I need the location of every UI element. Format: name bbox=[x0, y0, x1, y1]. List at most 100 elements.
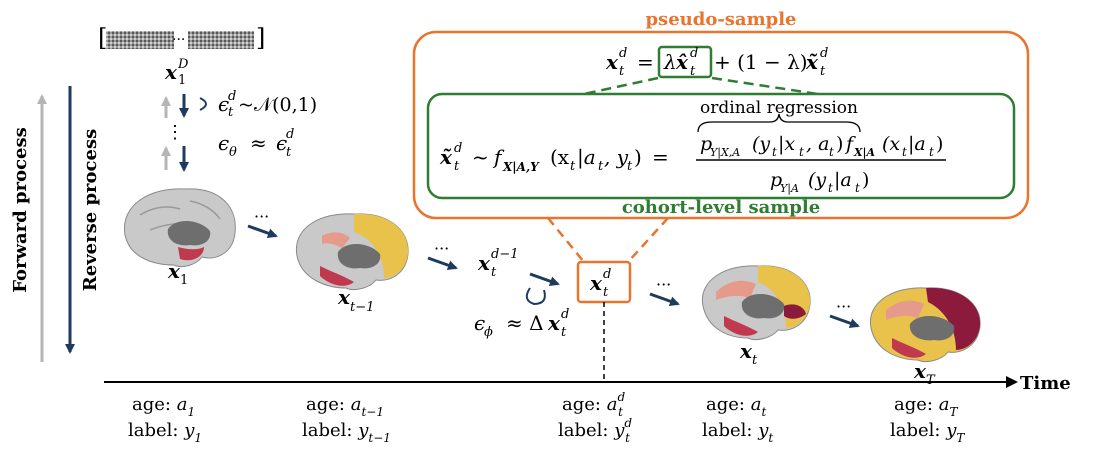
step-arrow-1: ··· bbox=[247, 207, 278, 239]
svg-text:(y: (y bbox=[752, 133, 770, 155]
x1-D-label: x D 1 bbox=[164, 57, 189, 88]
svg-text:t: t bbox=[619, 64, 625, 79]
svg-text:D: D bbox=[177, 57, 189, 72]
svg-text:X|A,Y: X|A,Y bbox=[502, 160, 540, 174]
svg-text:t: t bbox=[820, 64, 826, 79]
x-t-minus-1-label: x t−1 bbox=[337, 285, 374, 315]
lambda-hat-box bbox=[657, 45, 713, 79]
svg-text:x: x bbox=[589, 271, 603, 295]
svg-text:t: t bbox=[491, 265, 497, 280]
svg-text:t: t bbox=[454, 159, 460, 174]
forward-process-label: Forward process bbox=[10, 127, 31, 293]
svg-text:Y|X,A: Y|X,A bbox=[710, 146, 740, 160]
x-t-d-label: x d t bbox=[589, 267, 611, 300]
svg-text:x: x bbox=[913, 359, 927, 383]
noise-vector: [ ··· ] bbox=[98, 24, 265, 52]
svg-text:d: d bbox=[561, 307, 569, 322]
svg-text:···: ··· bbox=[836, 297, 851, 316]
svg-text:d: d bbox=[690, 46, 698, 61]
svg-text:T: T bbox=[926, 373, 936, 388]
step-arrow-5: ··· bbox=[829, 297, 860, 329]
svg-text:~𝒩(0,1): ~𝒩(0,1) bbox=[238, 94, 317, 116]
svg-text:t: t bbox=[752, 353, 758, 368]
svg-text:, a: , a bbox=[806, 133, 829, 155]
svg-text:|a: |a bbox=[908, 133, 926, 155]
svg-text:t: t bbox=[929, 145, 934, 159]
svg-text:, y: , y bbox=[604, 145, 629, 169]
svg-text:t: t bbox=[561, 325, 567, 340]
svg-text:≈ Δ: ≈ Δ bbox=[506, 311, 544, 335]
svg-text:t: t bbox=[627, 159, 633, 174]
svg-text:~: ~ bbox=[472, 145, 489, 169]
svg-text:): ) bbox=[836, 133, 843, 155]
pseudo-sample-box bbox=[412, 30, 1030, 220]
svg-text:d: d bbox=[228, 89, 236, 104]
svg-text:t: t bbox=[799, 145, 804, 159]
svg-text:x: x bbox=[605, 50, 619, 74]
svg-text:1: 1 bbox=[180, 273, 188, 288]
svg-text:): ) bbox=[862, 169, 869, 191]
svg-text:d: d bbox=[603, 267, 611, 282]
svg-text:(y: (y bbox=[808, 169, 826, 191]
pseudo-sample-title: pseudo-sample bbox=[645, 9, 796, 30]
svg-text:···: ··· bbox=[254, 207, 269, 226]
svg-text:=: = bbox=[652, 145, 669, 169]
noise-step-arrows: ⋮ bbox=[161, 94, 207, 172]
svg-text:···: ··· bbox=[434, 239, 449, 258]
svg-text:t: t bbox=[902, 145, 907, 159]
cohort-connector-right bbox=[711, 76, 819, 96]
svg-text:): ) bbox=[936, 133, 943, 155]
svg-text:≈: ≈ bbox=[250, 131, 267, 155]
svg-text:t−1: t−1 bbox=[350, 300, 374, 315]
timepoint-age-4: age: at bbox=[706, 394, 766, 419]
svg-text:t: t bbox=[286, 145, 292, 160]
pseudo-sample-equation: x d t = λ x̂ d t + (1 − λ) x̃ d t bbox=[605, 45, 828, 79]
ordinal-regression-label: ordinal regression bbox=[700, 98, 858, 118]
svg-text:|a: |a bbox=[834, 169, 852, 191]
timepoint-age-2: age: at−1 bbox=[306, 394, 384, 419]
svg-text:(x: (x bbox=[882, 133, 900, 155]
timepoint-age-5: age: aT bbox=[894, 394, 958, 419]
svg-text:t: t bbox=[598, 159, 604, 174]
svg-text:x: x bbox=[739, 339, 753, 363]
x-t-label: x t bbox=[739, 339, 758, 368]
pseudo-connector-right bbox=[627, 217, 669, 263]
noise-vector-dots: ··· bbox=[172, 32, 185, 48]
svg-text:]: ] bbox=[256, 24, 265, 52]
svg-text:λ: λ bbox=[663, 50, 677, 74]
svg-text:t: t bbox=[690, 64, 696, 79]
cohort-connector-left bbox=[583, 76, 659, 96]
cohort-sample-title: cohort-level sample bbox=[622, 197, 820, 218]
svg-text:t: t bbox=[828, 181, 833, 195]
svg-text:f: f bbox=[844, 133, 856, 155]
timepoint-label-4: label: yt bbox=[702, 420, 773, 445]
timepoint-label-5: label: yT bbox=[890, 420, 965, 445]
svg-text:θ: θ bbox=[229, 145, 237, 160]
pseudo-connector-left bbox=[547, 217, 585, 263]
svg-text:=: = bbox=[637, 50, 654, 74]
vertical-dots: ⋮ bbox=[166, 122, 184, 143]
x-T-label: x T bbox=[913, 359, 936, 388]
svg-text:[: [ bbox=[98, 24, 107, 52]
svg-text:d: d bbox=[619, 46, 627, 61]
brain-x1 bbox=[123, 188, 236, 268]
brain-x-T bbox=[869, 287, 981, 363]
svg-text:ϵ: ϵ bbox=[218, 92, 229, 116]
timepoint-label-1: label: y1 bbox=[128, 420, 202, 445]
step-arrow-4: ··· bbox=[649, 275, 680, 307]
svg-text:t: t bbox=[772, 145, 777, 159]
svg-text:t: t bbox=[855, 181, 860, 195]
eps-t-dist: ϵ d t ~𝒩(0,1) bbox=[218, 89, 317, 120]
cohort-sample-box bbox=[426, 92, 1016, 200]
ordinal-regression-brace bbox=[697, 113, 861, 133]
svg-text:1: 1 bbox=[178, 73, 186, 88]
svg-text:x: x bbox=[477, 251, 491, 275]
svg-text:x̃: x̃ bbox=[439, 145, 453, 169]
brain-x-t-minus-1 bbox=[295, 213, 409, 291]
svg-text:x̂: x̂ bbox=[675, 50, 689, 74]
